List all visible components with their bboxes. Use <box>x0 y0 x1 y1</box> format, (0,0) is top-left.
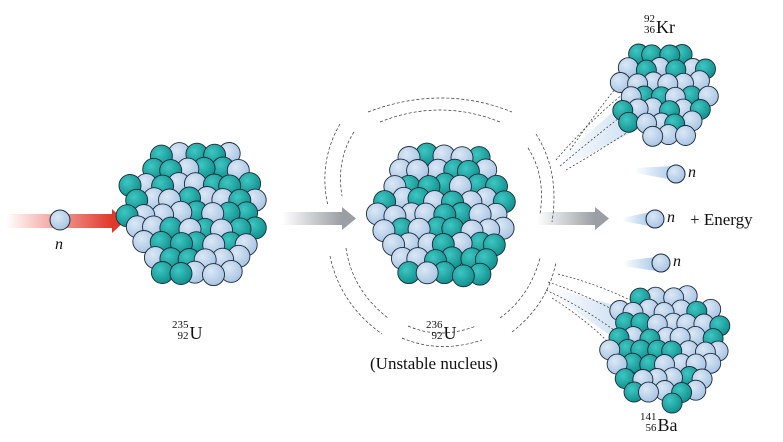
barium-141-nucleus <box>599 285 731 414</box>
u236-atomic-number: 92 <box>431 330 443 342</box>
uranium-235-nucleus <box>115 142 267 287</box>
process-arrow-1 <box>282 207 356 230</box>
energy-label: + Energy <box>690 210 753 229</box>
process-arrow-2 <box>537 207 609 230</box>
neutron-ball <box>642 125 664 147</box>
released-neutron-3-label: n <box>673 253 681 270</box>
u235-atomic-number: 92 <box>177 330 189 342</box>
kr-symbol: Kr <box>656 17 675 37</box>
proton-ball <box>169 262 193 285</box>
proton-ball <box>661 392 683 414</box>
released-neutron-3 <box>651 253 671 273</box>
neutron-ball <box>675 125 696 146</box>
neutron-ball <box>202 263 225 287</box>
uranium-236-nucleus <box>365 142 516 288</box>
u236-mass-number: 236 <box>426 319 443 331</box>
ba-symbol: Ba <box>657 415 678 435</box>
unstable-nucleus-caption: (Unstable nucleus) <box>370 354 498 373</box>
incoming-neutron <box>49 209 71 231</box>
vibration-lines <box>324 97 557 347</box>
krypton-92-nucleus <box>609 43 719 147</box>
kr-atomic-number: 36 <box>644 24 655 36</box>
kr-mass-number: 92 <box>644 13 655 25</box>
released-neutron-1-label: n <box>688 164 696 181</box>
ba-atomic-number: 56 <box>645 422 657 434</box>
released-neutron-2-label: n <box>667 209 675 226</box>
proton-ball <box>618 111 640 133</box>
neutron-ball <box>638 381 659 403</box>
u236-symbol: U <box>443 323 457 343</box>
released-neutron-2 <box>645 209 665 229</box>
u235-mass-number: 235 <box>172 319 189 331</box>
ba-mass-number: 141 <box>640 411 657 423</box>
released-neutron-1 <box>666 164 686 184</box>
proton-ball <box>451 264 475 288</box>
u235-symbol: U <box>189 323 203 343</box>
incoming-neutron-label: n <box>55 236 63 253</box>
neutron-ball <box>415 261 439 285</box>
